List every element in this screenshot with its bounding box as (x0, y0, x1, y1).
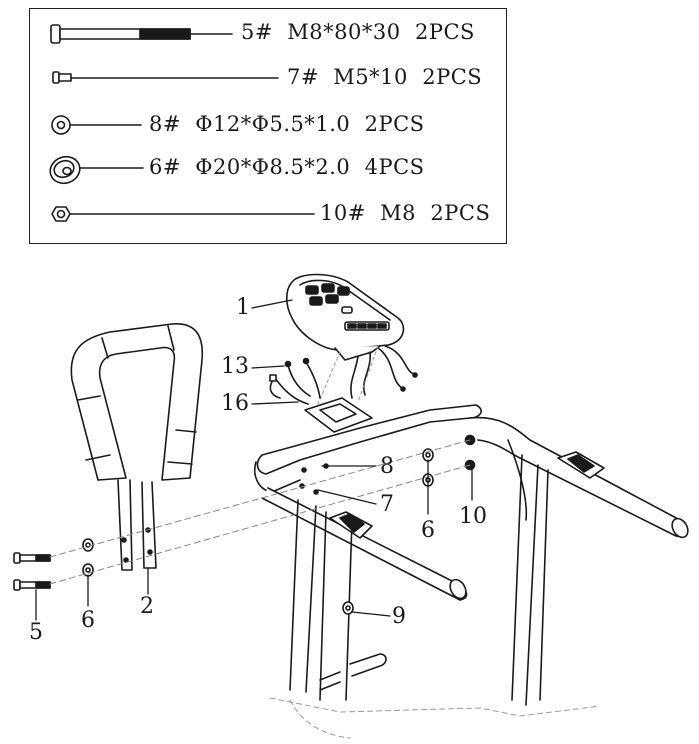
callout-8: 8 (380, 454, 394, 479)
parts-list-box (29, 8, 507, 244)
short-screw-icon (52, 71, 279, 84)
parts-list-row-8: 8# Φ12*Φ5.5*1.0 2PCS (149, 112, 425, 136)
callout-9: 9 (392, 604, 406, 629)
flat-washer-icon (51, 115, 142, 135)
callout-6-left: 6 (81, 608, 95, 633)
removable-handle (70, 323, 204, 571)
callout-7: 7 (380, 492, 394, 517)
parts-list-row-7: 7# M5*10 2PCS (287, 65, 483, 89)
console-panel (285, 273, 418, 399)
treadmill-frame (254, 404, 689, 706)
callout-10: 10 (459, 504, 487, 529)
curved-washer-icon (49, 155, 144, 185)
callout-13: 13 (221, 354, 249, 379)
wire-bundle (269, 357, 321, 405)
callout-5: 5 (29, 620, 43, 645)
callout-1: 1 (236, 295, 250, 320)
parts-list-row-5: 5# M8*80*30 2PCS (241, 20, 475, 44)
callout-16: 16 (221, 391, 249, 416)
hex-nut-icon (51, 206, 315, 222)
callout-2: 2 (140, 594, 154, 619)
left-bolts (13, 538, 94, 591)
right-hardware (422, 434, 476, 487)
parts-list-row-10: 10# M8 2PCS (320, 201, 491, 225)
long-bolt-icon (50, 24, 233, 44)
parts-list-row-6: 6# Φ20*Φ8.5*2.0 4PCS (149, 155, 425, 179)
callout-6-right: 6 (421, 518, 435, 543)
console-bracket (304, 397, 373, 433)
